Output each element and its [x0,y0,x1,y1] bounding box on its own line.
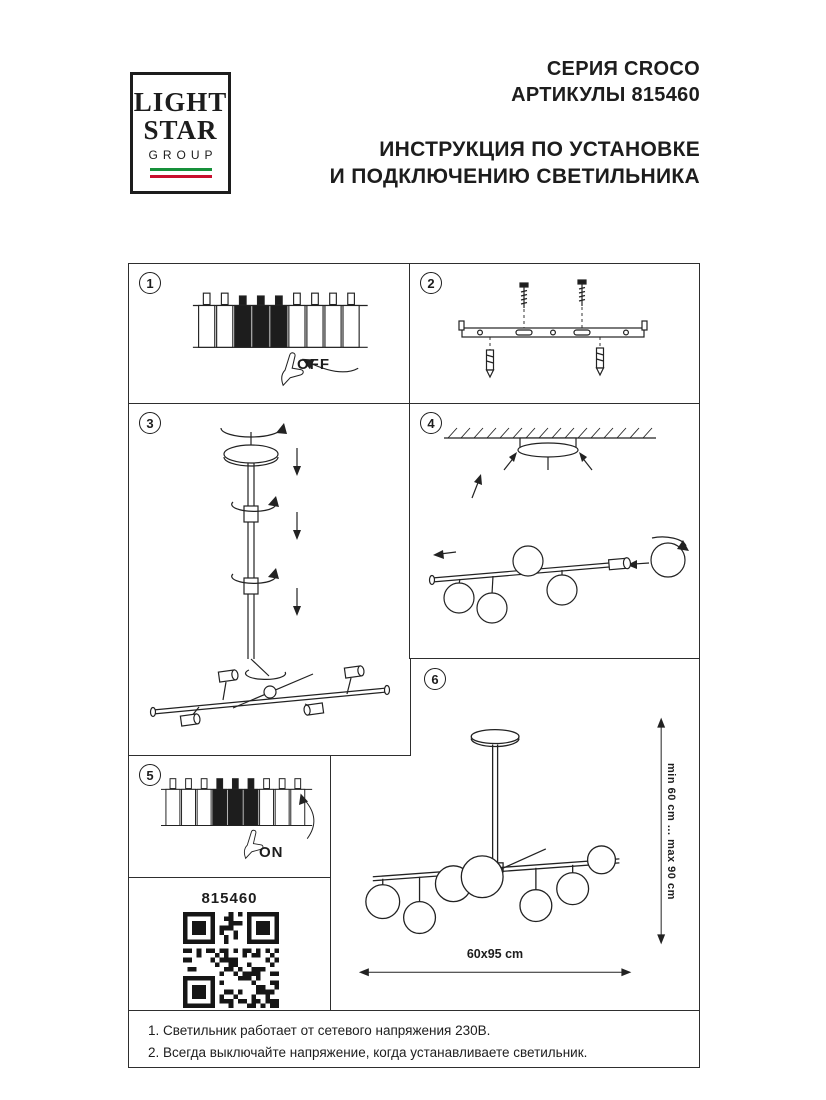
mounting-bracket-illustration [458,279,648,379]
logo-word-star: STAR [143,115,218,145]
italian-flag-stripes [149,168,212,178]
step-panel-1: 1 OFF [128,263,411,404]
step-panel-5: 5 ON [128,755,331,878]
flag-stripe-white [149,171,212,175]
step-number-badge: 1 [139,272,161,294]
instruction-title-line1: ИНСТРУКЦИЯ ПО УСТАНОВКЕ [379,138,700,161]
flag-stripe-green [149,168,212,171]
instruction-title-line2: И ПОДКЛЮЧЕНИЮ СВЕТИЛЬНИКА [329,165,700,188]
logo-word-group: GROUP [148,148,218,162]
logo-word-light: LIGHT [133,87,228,117]
step-number-badge: 5 [139,764,161,786]
assembled-chandelier-illustration [358,717,666,977]
footer-note-1: 1. Светильник работает от сетевого напря… [148,1023,491,1038]
articles-title: АРТИКУЛЫ 815460 [511,84,700,106]
footer-notes-box: 1. Светильник работает от сетевого напря… [128,1010,700,1068]
breaker-off-illustration [192,292,368,387]
step-panel-3: 3 [128,403,411,756]
step-panel-2: 2 [409,263,700,404]
canopy-and-shades-illustration [428,427,689,624]
step-number-badge: 6 [424,668,446,690]
qr-code [183,912,279,1008]
lightstar-logo: LIGHT STAR GROUP [130,72,231,194]
on-label: ON [259,844,284,861]
series-title: СЕРИЯ CROCO [546,58,700,80]
off-label: OFF [297,356,330,373]
flag-stripe-red [149,175,212,178]
article-number: 815460 [201,890,258,907]
step-number-badge: 4 [420,412,442,434]
step-number-badge: 2 [420,272,442,294]
rod-assembly-illustration [149,423,391,727]
header-titles: СЕРИЯ CROCO АРТИКУЛЫ 815460 ИНСТРУКЦИЯ П… [240,56,700,190]
instruction-title: ИНСТРУКЦИЯ ПО УСТАНОВКЕ И ПОДКЛЮЧЕНИЮ СВ… [240,136,700,190]
footer-note-2: 2. Всегда выключайте напряжение, когда у… [148,1045,588,1060]
step-number-badge: 3 [139,412,161,434]
article-qr-panel: 815460 [128,877,331,1011]
horizontal-dimension-label: 60x95 cm [466,947,524,961]
step-panel-4: 4 [409,403,700,659]
breaker-on-illustration [161,778,315,860]
vertical-dimension-label: min 60 cm ... max 90 cm [665,762,677,900]
